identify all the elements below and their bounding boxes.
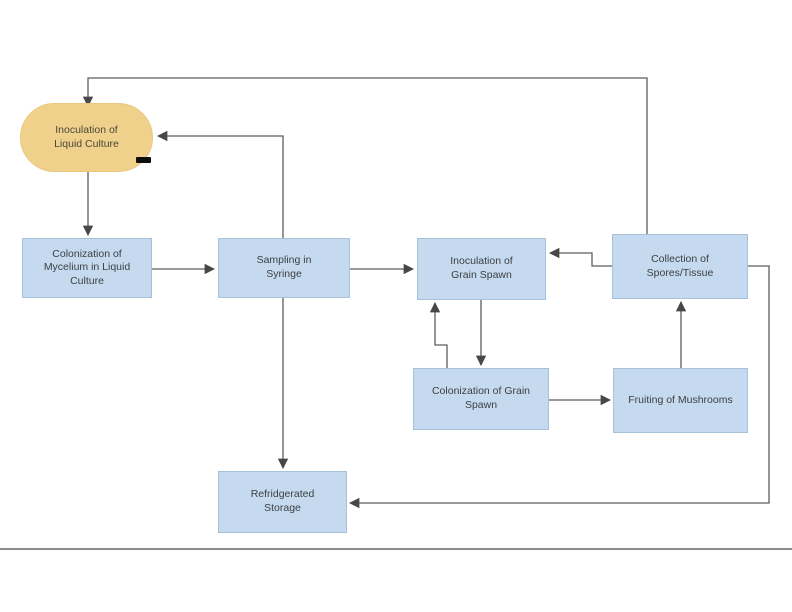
page-separator-line: [0, 548, 792, 550]
edge-collection-to-refrigerated-storage: [348, 265, 770, 509]
edge-collection-to-inoculation-grain: [548, 247, 612, 267]
node-label: Colonization of Grain Spawn: [431, 385, 531, 411]
node-inoculation-grain-spawn[interactable]: Inoculation of Grain Spawn: [417, 238, 546, 300]
node-label: Collection of Spores/Tissue: [646, 252, 714, 279]
node-inoculation-liquid-culture[interactable]: Inoculation of Liquid Culture: [20, 103, 153, 172]
node-collection-spores-tissue[interactable]: Collection of Spores/Tissue: [612, 234, 748, 299]
edge-colonization-grain-to-inoculation-grain: [429, 301, 448, 368]
node-label: Inoculation of Grain Spawn: [450, 255, 513, 281]
node-label: Inoculation of Liquid Culture: [54, 123, 119, 150]
node-colonization-mycelium[interactable]: Colonization of Mycelium in Liquid Cultu…: [22, 238, 152, 298]
node-label: Sampling in Syringe: [256, 254, 312, 280]
node-colonization-grain-spawn[interactable]: Colonization of Grain Spawn: [413, 368, 549, 430]
edge-sampling-to-liquid-culture: [156, 130, 284, 238]
node-label: Colonization of Mycelium in Liquid Cultu…: [43, 247, 131, 287]
node-label: Fruiting of Mushrooms: [628, 393, 733, 406]
edge-collection-to-liquid-culture: [82, 77, 648, 234]
node-refrigerated-storage[interactable]: Refridgerated Storage: [218, 471, 347, 533]
selection-dash-icon: [136, 157, 151, 163]
node-sampling-syringe[interactable]: Sampling in Syringe: [218, 238, 350, 298]
node-fruiting-mushrooms[interactable]: Fruiting of Mushrooms: [613, 368, 748, 433]
node-label: Refridgerated Storage: [250, 488, 315, 514]
